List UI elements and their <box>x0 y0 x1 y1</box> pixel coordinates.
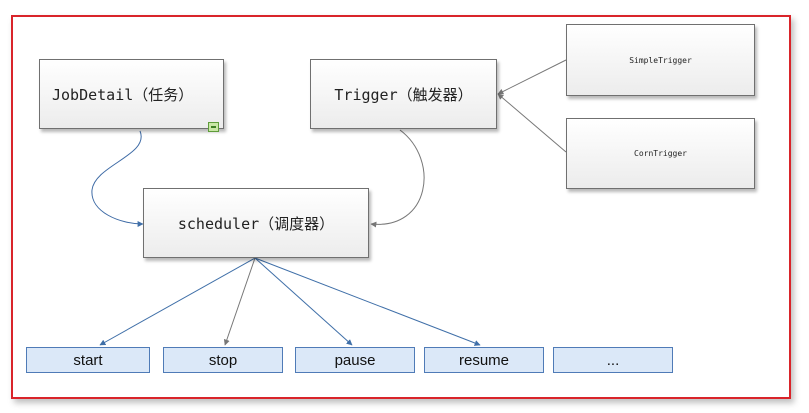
edge-trigger-scheduler <box>370 129 425 228</box>
action-resume-label: resume <box>458 351 510 369</box>
edge-jobdetail-scheduler <box>91 130 144 227</box>
action-stop[interactable]: stop <box>163 347 283 373</box>
action-stop-label: stop <box>208 351 238 369</box>
edge-scheduler-start <box>99 257 256 346</box>
node-trigger-label: Trigger（触发器） <box>334 85 473 104</box>
node-jobdetail[interactable]: JobDetail（任务） <box>39 59 224 129</box>
edge-simpletrigger-trigger <box>497 59 567 95</box>
action-more[interactable]: ... <box>553 347 673 373</box>
node-scheduler-label: scheduler（调度器） <box>177 214 335 233</box>
edge-scheduler-pause <box>254 257 353 346</box>
edge-scheduler-stop <box>223 257 256 346</box>
action-pause[interactable]: pause <box>295 347 415 373</box>
collapse-minus-icon[interactable] <box>208 122 219 132</box>
action-start[interactable]: start <box>26 347 150 373</box>
node-scheduler[interactable]: scheduler（调度器） <box>143 188 369 258</box>
action-resume[interactable]: resume <box>424 347 544 373</box>
action-start-label: start <box>73 351 103 369</box>
node-trigger[interactable]: Trigger（触发器） <box>310 59 497 129</box>
edge-corntrigger-trigger <box>497 93 567 153</box>
edge-scheduler-resume <box>254 257 481 346</box>
action-more-label: ... <box>606 351 620 369</box>
node-simple-trigger[interactable]: SimpleTrigger <box>566 24 755 96</box>
action-pause-label: pause <box>334 351 376 369</box>
node-jobdetail-label: JobDetail（任务） <box>52 85 194 104</box>
node-simple-trigger-label: SimpleTrigger <box>629 55 692 65</box>
node-corn-trigger-label: CornTrigger <box>634 149 687 158</box>
node-corn-trigger[interactable]: CornTrigger <box>566 118 755 189</box>
